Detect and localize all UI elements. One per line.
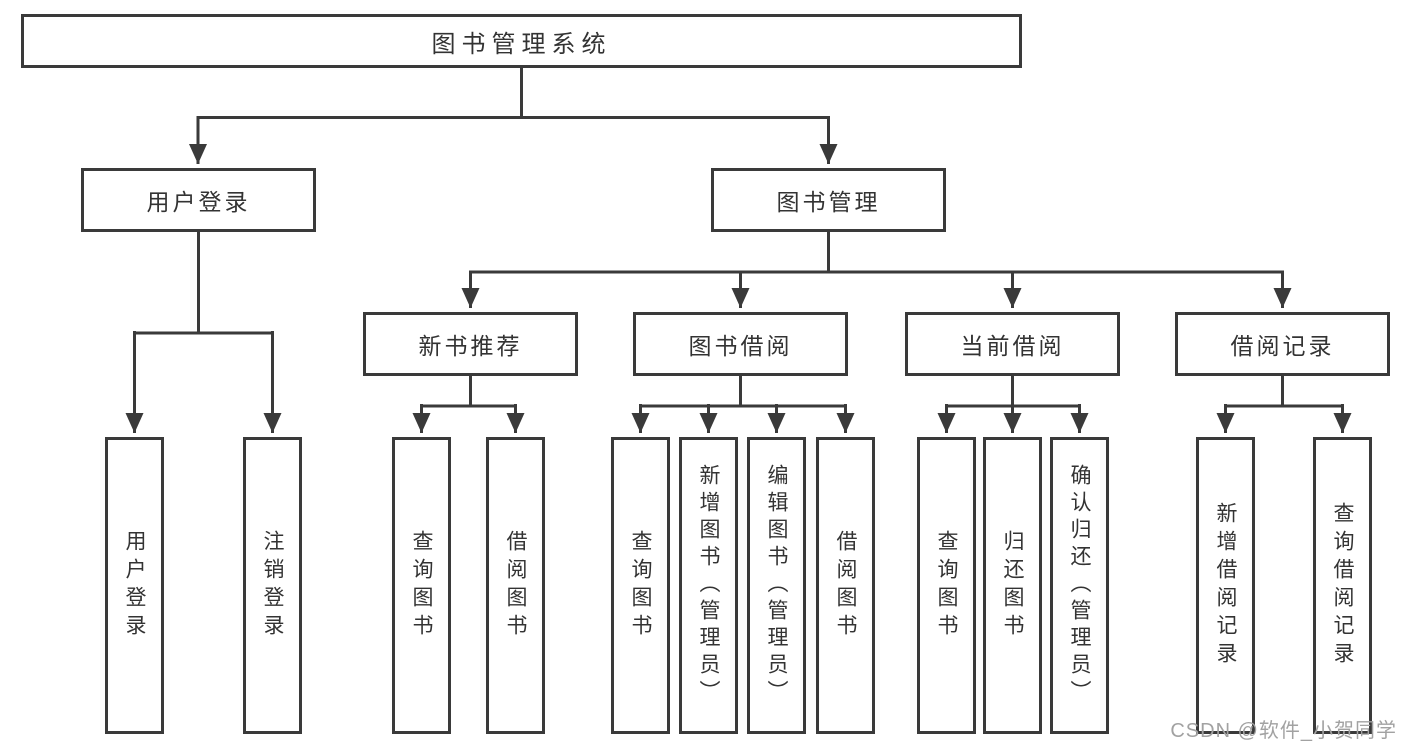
leaf-edit-books-admin: 编辑图书（管理员） — [747, 437, 806, 734]
leaf-label: 借阅图书 — [834, 529, 857, 642]
leaf-query-books-borrow: 查询图书 — [611, 437, 670, 734]
leaf-add-books-admin: 新增图书（管理员） — [679, 437, 738, 734]
leaf-confirm-return-admin: 确认归还（管理员） — [1050, 437, 1109, 734]
leaf-label: 查询图书 — [935, 529, 958, 642]
leaf-label: 注销登录 — [261, 529, 284, 642]
leaf-query-books-recommend: 查询图书 — [392, 437, 451, 734]
node-borrow-record: 借阅记录 — [1175, 312, 1390, 376]
node-book-borrow: 图书借阅 — [633, 312, 848, 376]
connector-current-borrow-children — [937, 375, 1089, 433]
node-user-login: 用户登录 — [81, 168, 316, 232]
node-label: 用户登录 — [146, 189, 251, 215]
leaf-borrow-books-recommend: 借阅图书 — [486, 437, 545, 734]
leaf-query-borrow-record: 查询借阅记录 — [1313, 437, 1372, 734]
leaf-label: 归还图书 — [1001, 529, 1024, 642]
leaf-label: 确认归还（管理员） — [1068, 464, 1091, 707]
leaf-borrow-books: 借阅图书 — [816, 437, 875, 734]
node-label: 借阅记录 — [1230, 333, 1335, 359]
leaf-label: 查询图书 — [629, 529, 652, 642]
node-current-borrow: 当前借阅 — [905, 312, 1120, 376]
node-label: 图书管理系统 — [431, 30, 612, 58]
leaf-label: 编辑图书（管理员） — [765, 464, 788, 707]
connector-book-borrow-children — [631, 375, 855, 433]
connector-new-book-children — [412, 375, 525, 433]
leaf-add-borrow-record: 新增借阅记录 — [1196, 437, 1255, 734]
node-label: 当前借阅 — [960, 333, 1065, 359]
node-book-management: 图书管理 — [711, 168, 946, 232]
leaf-logout: 注销登录 — [243, 437, 302, 734]
node-label: 图书管理 — [776, 189, 881, 215]
connector-user-login-children — [125, 232, 282, 433]
leaf-user-login: 用户登录 — [105, 437, 164, 734]
leaf-label: 新增借阅记录 — [1214, 501, 1237, 670]
node-label: 新书推荐 — [418, 333, 523, 359]
leaf-label: 查询借阅记录 — [1331, 501, 1354, 670]
connector-root-to-level2 — [189, 68, 838, 164]
leaf-label: 借阅图书 — [504, 529, 527, 642]
leaf-return-books: 归还图书 — [983, 437, 1042, 734]
node-label: 图书借阅 — [688, 333, 793, 359]
leaf-label: 查询图书 — [410, 529, 433, 642]
node-library-management-system: 图书管理系统 — [21, 14, 1022, 68]
leaf-label: 用户登录 — [123, 529, 146, 642]
csdn-watermark: CSDN @软件_小贺同学 — [1170, 720, 1397, 742]
connector-book-management-to-level3 — [461, 232, 1292, 308]
leaf-query-books-current: 查询图书 — [917, 437, 976, 734]
connector-borrow-record-children — [1216, 375, 1352, 433]
node-new-book-recommend: 新书推荐 — [363, 312, 578, 376]
leaf-label: 新增图书（管理员） — [697, 464, 720, 707]
